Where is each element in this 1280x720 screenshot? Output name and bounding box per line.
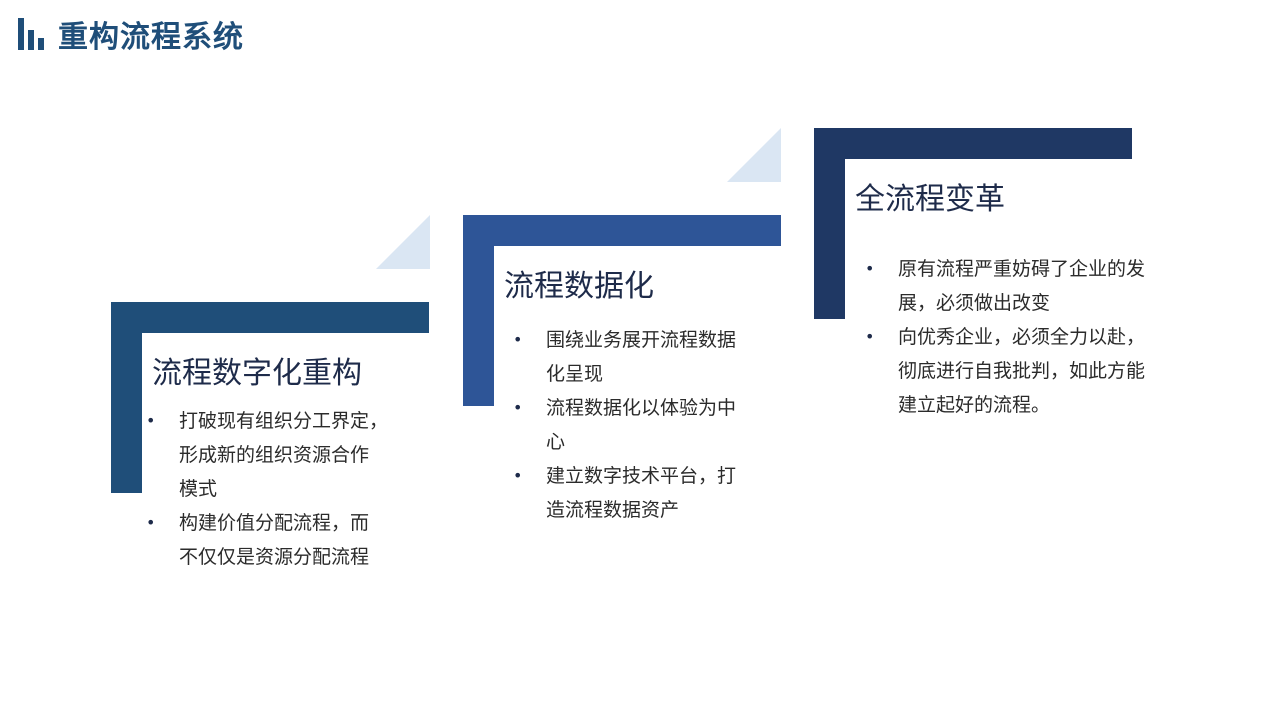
step-1-bullet-1: 打破现有组织分工界定， 形成新的组织资源合作 模式 <box>146 404 388 506</box>
step-1-bullet-2: 构建价值分配流程，而 不仅仅是资源分配流程 <box>146 506 388 574</box>
step-2-top-bar <box>463 215 781 246</box>
step-1-corner-triangle <box>376 215 430 269</box>
step-1-title: 流程数字化重构 <box>152 356 362 391</box>
step-2-bullet-3: 建立数字技术平台，打 造流程数据资产 <box>513 459 736 527</box>
step-2-side-bar <box>463 215 494 406</box>
step-3-bullet-2: 向优秀企业，必须全力以赴， 彻底进行自我批判，如此方能 建立起好的流程。 <box>865 320 1145 422</box>
step-1-side-bar <box>111 302 142 493</box>
step-2-bullet-1: 围绕业务展开流程数据 化呈现 <box>513 323 736 391</box>
step-3-bullet-list: 原有流程严重妨碍了企业的发 展，必须做出改变 向优秀企业，必须全力以赴， 彻底进… <box>865 252 1145 422</box>
step-2-bullet-list: 围绕业务展开流程数据 化呈现 流程数据化以体验为中 心 建立数字技术平台，打 造… <box>513 323 736 527</box>
step-2-bullet-2: 流程数据化以体验为中 心 <box>513 391 736 459</box>
bar-chart-icon <box>18 18 46 50</box>
step-3-side-bar <box>814 128 845 319</box>
step-3-top-bar <box>814 128 1132 159</box>
step-1-bullet-list: 打破现有组织分工界定， 形成新的组织资源合作 模式 构建价值分配流程，而 不仅仅… <box>146 404 388 574</box>
step-3-title: 全流程变革 <box>855 182 1005 217</box>
page-title: 重构流程系统 <box>18 14 244 55</box>
step-2-title: 流程数据化 <box>504 269 654 304</box>
page-title-text: 重构流程系统 <box>58 20 244 55</box>
step-3-bullet-1: 原有流程严重妨碍了企业的发 展，必须做出改变 <box>865 252 1145 320</box>
step-1-top-bar <box>111 302 429 333</box>
step-2-corner-triangle <box>727 128 781 182</box>
